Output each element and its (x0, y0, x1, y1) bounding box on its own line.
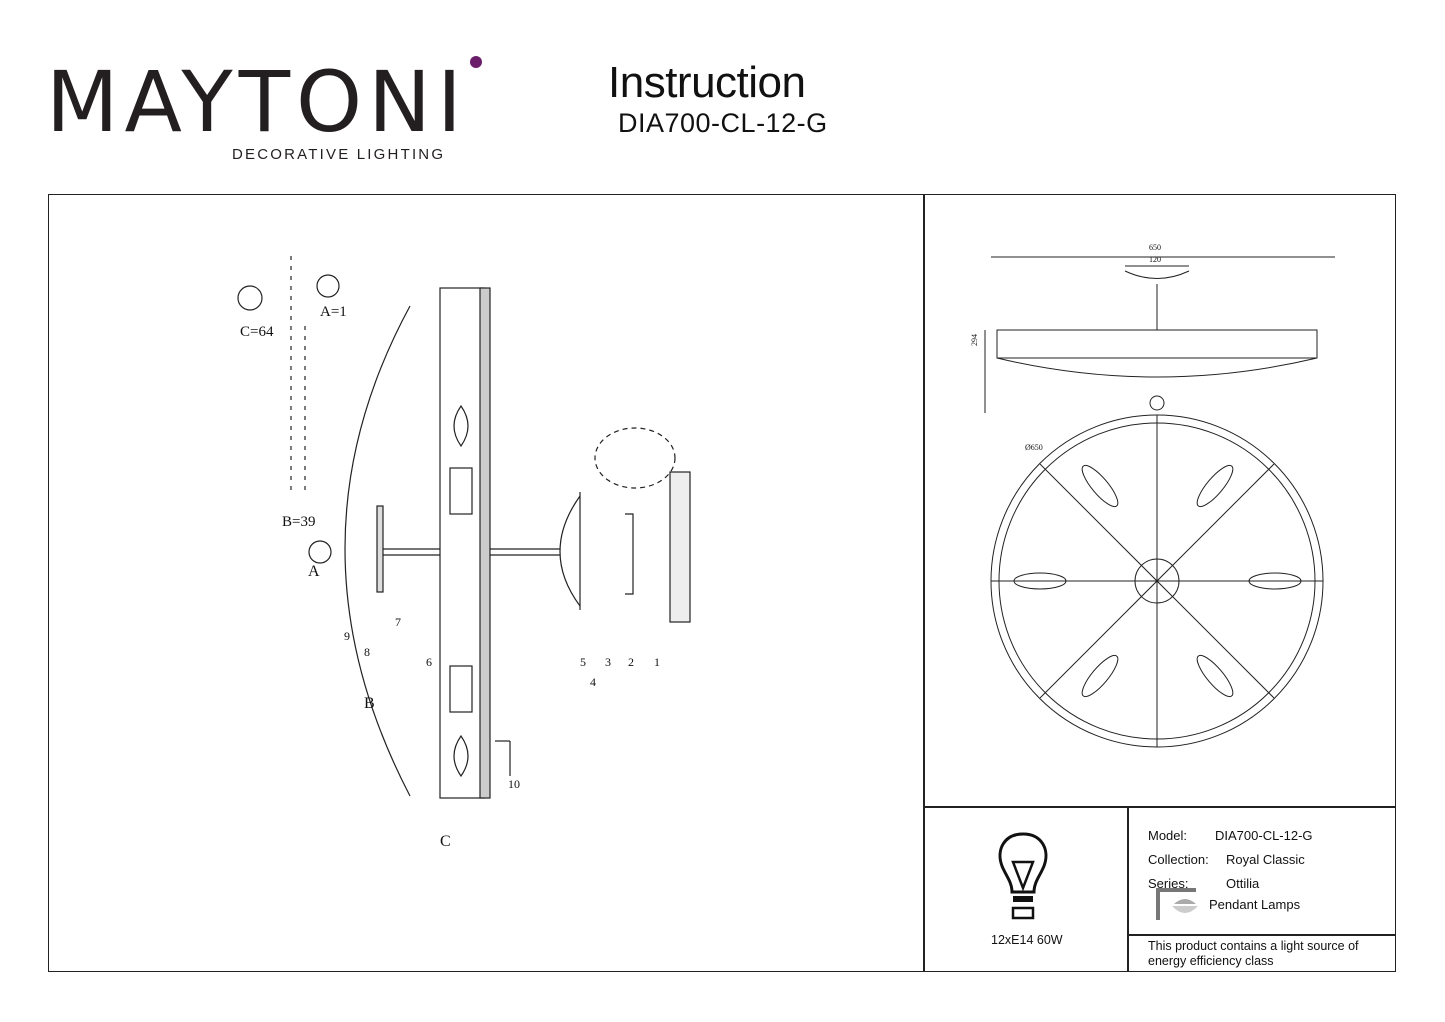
part-label-a: A (308, 563, 320, 580)
series-label: Series: (1148, 876, 1189, 891)
spec-divider-vertical (1127, 806, 1129, 972)
socket-top (449, 467, 473, 515)
lamp-type: Pendant Lamps (1209, 897, 1301, 912)
diffuser-arc (344, 305, 411, 797)
top-bulb-1 (1081, 464, 1119, 508)
detail-zoom (594, 427, 676, 489)
frame-divider-vertical (923, 194, 925, 972)
callout-4: 4 (590, 675, 596, 689)
dim-650-label: 650 (1149, 243, 1161, 252)
top-bulb-2 (1196, 464, 1234, 508)
callout-5: 5 (580, 655, 586, 669)
callout-9: 9 (344, 629, 350, 643)
crystal-icon (316, 274, 340, 298)
top-bulb-6 (1248, 572, 1302, 590)
socket-bottom (449, 665, 473, 713)
pendant-lamp-icon (1156, 888, 1198, 920)
callout-6: 6 (426, 655, 432, 669)
pendant-crystal (308, 540, 332, 564)
candle-bulb-top (453, 404, 469, 448)
ring-body (439, 287, 485, 799)
callout-1: 1 (654, 655, 660, 669)
energy-note: This product contains a light source of … (1148, 939, 1359, 968)
brand-wordmark: MAYTONI (46, 53, 468, 151)
crystal-count-a: A=1 (320, 304, 347, 320)
lightbulb-icon (998, 832, 1048, 920)
side-ring (996, 329, 1318, 359)
frame-divider-horizontal (923, 806, 1396, 808)
top-bulb-5 (1013, 572, 1067, 590)
canopy (559, 495, 581, 607)
model-value: DIA700-CL-12-G (1215, 828, 1313, 843)
top-bulb-4 (1196, 654, 1234, 698)
sheet-frame (48, 194, 1396, 972)
spec-divider-horizontal (1127, 934, 1396, 936)
collection-label: Collection: (1148, 852, 1209, 867)
crystal-plate (376, 505, 384, 593)
spoke-d2 (1039, 463, 1275, 699)
callout-8: 8 (364, 645, 370, 659)
side-diffuser (996, 357, 1318, 378)
part-label-c: C (440, 833, 451, 850)
callout-2: 2 (628, 655, 634, 669)
assembly-drawing: 1 2 3 4 5 6 7 8 9 10 A B C A=1 B=39 C=64 (237, 256, 691, 850)
dim-294-label: 294 (970, 334, 979, 346)
dimension-drawing: 650 120 294 Ø650 (970, 243, 1335, 748)
candle-bulb-bottom (453, 734, 469, 778)
octagon-crystal (237, 285, 263, 311)
dim-diameter-label: Ø650 (1025, 443, 1043, 452)
top-bulb-3 (1081, 654, 1119, 698)
side-pendant-crystal (1149, 395, 1165, 411)
callout-7: 7 (395, 615, 401, 629)
page-title: Instruction (608, 58, 806, 107)
side-canopy (1124, 270, 1190, 279)
mounting-bracket (625, 513, 634, 595)
crystal-count-c: C=64 (240, 324, 274, 340)
part-label-b: B (364, 695, 375, 712)
series-value: Ottilia (1226, 876, 1260, 891)
callout-3: 3 (605, 655, 611, 669)
model-label: Model: (1148, 828, 1188, 843)
model-code: DIA700-CL-12-G (618, 108, 828, 138)
callout-10: 10 (508, 777, 520, 791)
crystal-count-b: B=39 (282, 514, 315, 530)
ring-crystal-band (479, 287, 491, 799)
ceiling-hatch (669, 471, 691, 623)
dim-120-label: 120 (1149, 255, 1161, 264)
collection-value: Royal Classic (1226, 852, 1305, 867)
brand-dot-icon (470, 56, 482, 68)
brand-tagline: DECORATIVE LIGHTING (232, 146, 446, 163)
power-rating: 12xE14 60W (991, 933, 1063, 947)
brand-logo: MAYTONI DECORATIVE LIGHTING (46, 56, 482, 170)
